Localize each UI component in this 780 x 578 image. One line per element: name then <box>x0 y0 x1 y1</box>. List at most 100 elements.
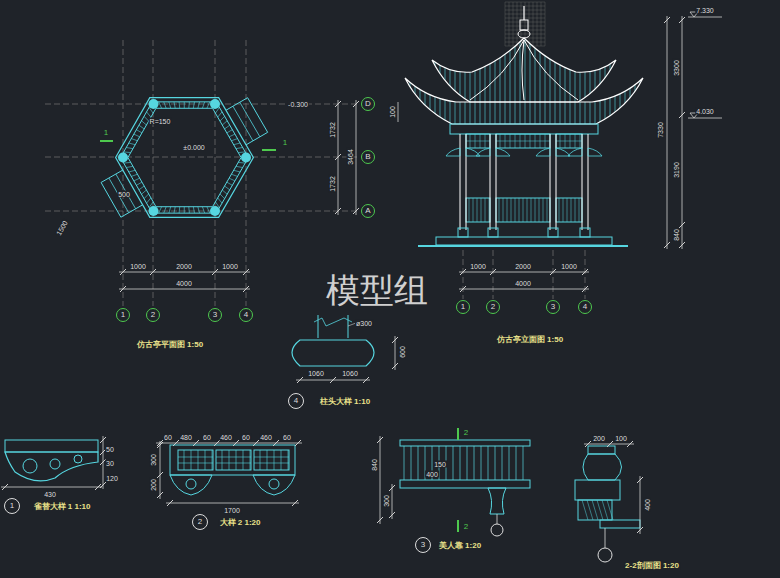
dimension-tick <box>377 437 383 443</box>
tile-line <box>630 70 631 130</box>
tile-line <box>485 30 486 110</box>
bench-slat <box>531 198 532 222</box>
reference-circle <box>491 524 503 536</box>
tile-line <box>430 70 431 130</box>
dimension-text: 150 <box>433 461 447 468</box>
hatch-line <box>592 500 598 520</box>
drawing-group <box>1 2 722 562</box>
tile-line <box>535 30 536 110</box>
panel-frame <box>170 445 295 475</box>
hatch-line <box>587 500 593 520</box>
scroll-ornament <box>50 459 60 469</box>
bench-slat <box>220 194 225 199</box>
dimension-tick <box>335 154 341 160</box>
axis-line <box>553 250 554 299</box>
lattice-bar <box>216 463 251 464</box>
bench-slat <box>126 166 133 167</box>
dimension-text: 1732 <box>329 121 336 139</box>
dimension-text: 1732 <box>329 175 336 193</box>
section-mark: 2 <box>463 429 469 437</box>
lattice-bar <box>254 457 289 458</box>
axis-label: 1 <box>121 311 125 319</box>
bench-slat <box>567 198 568 222</box>
tile-line <box>640 30 641 110</box>
backrest-slat <box>488 446 489 480</box>
tile-line <box>605 30 606 110</box>
dimension-text: R=150 <box>149 118 172 125</box>
tile-line <box>475 30 476 110</box>
dimension-line <box>459 289 589 290</box>
dimension-text: 1500 <box>55 219 70 238</box>
dimension-tick <box>363 377 369 383</box>
detail-callout: 4 <box>288 393 304 409</box>
bracket <box>496 148 510 156</box>
dimension-tick <box>353 101 359 107</box>
backrest-slat <box>411 446 412 480</box>
dimension-text: 480 <box>179 434 193 441</box>
dimension-tick <box>295 440 301 446</box>
tile-line <box>620 30 621 110</box>
dimension-text: 600 <box>399 345 406 359</box>
dimension-tick <box>120 269 126 275</box>
dimension-tick <box>173 440 179 446</box>
dimension-tick <box>157 442 163 448</box>
lattice-bar <box>184 450 185 470</box>
tile-line <box>440 70 441 130</box>
dimension-text: 1700 <box>223 507 241 514</box>
bench-slat <box>234 170 240 172</box>
backrest-slat <box>460 446 461 480</box>
bench-slat <box>134 134 140 137</box>
bottom-rail <box>400 480 530 488</box>
bench-slat <box>507 198 508 222</box>
dimension-tick <box>335 208 341 214</box>
dimension-line <box>459 272 589 273</box>
dimension-tick <box>664 17 670 23</box>
dimension-text: 460 <box>219 434 233 441</box>
tile-line <box>425 30 426 110</box>
bench-slat <box>579 198 580 222</box>
dimension-text: 3464 <box>347 148 354 166</box>
lattice-bar <box>288 450 289 470</box>
dimension-tick <box>297 377 303 383</box>
dimension-tick <box>292 500 298 506</box>
dimension-text: 2000 <box>514 263 532 270</box>
bench-slat <box>547 198 548 222</box>
bench-slat <box>539 198 540 222</box>
tile-line <box>550 30 551 110</box>
backrest-slat <box>509 446 510 480</box>
bench-rail <box>496 198 550 222</box>
bench-slat <box>174 102 175 108</box>
step-tread <box>116 174 136 209</box>
lattice-bar <box>229 450 230 470</box>
ground-line <box>418 245 628 247</box>
axis-bubble: 3 <box>546 300 560 314</box>
hatch-line <box>582 500 588 520</box>
hatch-line <box>505 18 545 19</box>
dimension-tick <box>193 440 199 446</box>
bench-slat <box>485 198 486 222</box>
axis-label: D <box>365 100 371 108</box>
tile-line <box>560 30 561 110</box>
axis-label: 4 <box>294 397 298 405</box>
axis-label: 1 <box>461 303 465 311</box>
lattice-panel <box>216 450 251 470</box>
dimension-tick <box>157 492 163 498</box>
lattice-bar <box>466 141 490 142</box>
dimension-text: 1000 <box>221 263 239 270</box>
axis-label: 3 <box>551 303 555 311</box>
dimension-text: 4000 <box>514 280 532 287</box>
bracket <box>446 148 460 156</box>
dimension-tick <box>95 484 101 490</box>
dimension-line <box>380 436 381 524</box>
ornament-bracket <box>170 475 212 495</box>
tile-line <box>425 70 426 130</box>
dimension-tick <box>627 441 633 447</box>
column-section <box>149 99 159 109</box>
dimension-tick <box>679 17 685 23</box>
bench-slat <box>218 198 222 203</box>
bench-rail <box>556 198 582 222</box>
lattice-bar <box>212 450 213 470</box>
lattice-panel <box>466 134 490 148</box>
axis-line <box>493 250 494 299</box>
bench-slat <box>563 198 564 222</box>
